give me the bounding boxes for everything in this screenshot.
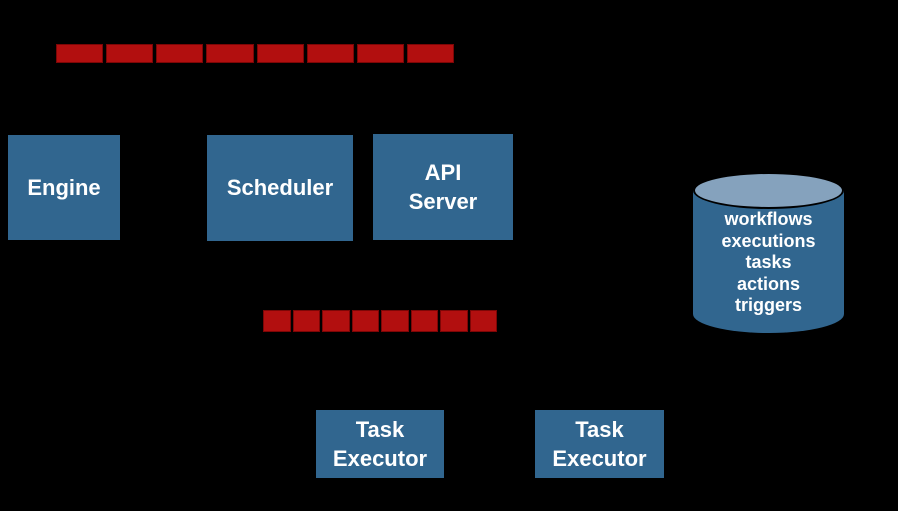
engine-label: Engine (27, 174, 101, 200)
queue-segment (256, 44, 304, 63)
queue-segment (440, 310, 468, 332)
datastore-item: triggers (734, 295, 803, 315)
queue-segment (351, 310, 379, 332)
datastore-item: actions (736, 273, 801, 294)
queue-segment (356, 44, 404, 63)
queue-segment (381, 310, 409, 332)
queue-segment (106, 44, 154, 63)
api-server-box: API Server (373, 134, 513, 240)
queue-segment (469, 310, 497, 332)
task-executor-2-label: Task Executor (552, 416, 647, 471)
queue-segment (406, 44, 454, 63)
queue-segment (263, 310, 291, 332)
datastore-item: executions (721, 230, 816, 251)
scheduler-box: Scheduler (207, 135, 353, 241)
queue-segment (292, 310, 320, 332)
task-executor-box-1: Task Executor (316, 410, 444, 478)
queue-segment (206, 44, 254, 63)
api-server-label: API Server (408, 159, 478, 214)
queue-segment (322, 310, 350, 332)
scheduler-label: Scheduler (226, 175, 334, 201)
datastore-item: tasks (745, 252, 792, 272)
task-executor-box-2: Task Executor (535, 410, 664, 478)
datastore-item: workflows (724, 209, 813, 229)
queue-segment (306, 44, 354, 63)
message-queue-bottom-bar (263, 310, 497, 332)
queue-segment (56, 44, 104, 63)
engine-box: Engine (8, 135, 120, 240)
message-queue-top-bar (56, 44, 454, 63)
cylinder-top-ellipse (693, 172, 844, 209)
task-executor-1-label: Task Executor (332, 416, 428, 471)
cylinder-body (693, 190, 844, 333)
queue-segment (156, 44, 204, 63)
queue-segment (410, 310, 438, 332)
